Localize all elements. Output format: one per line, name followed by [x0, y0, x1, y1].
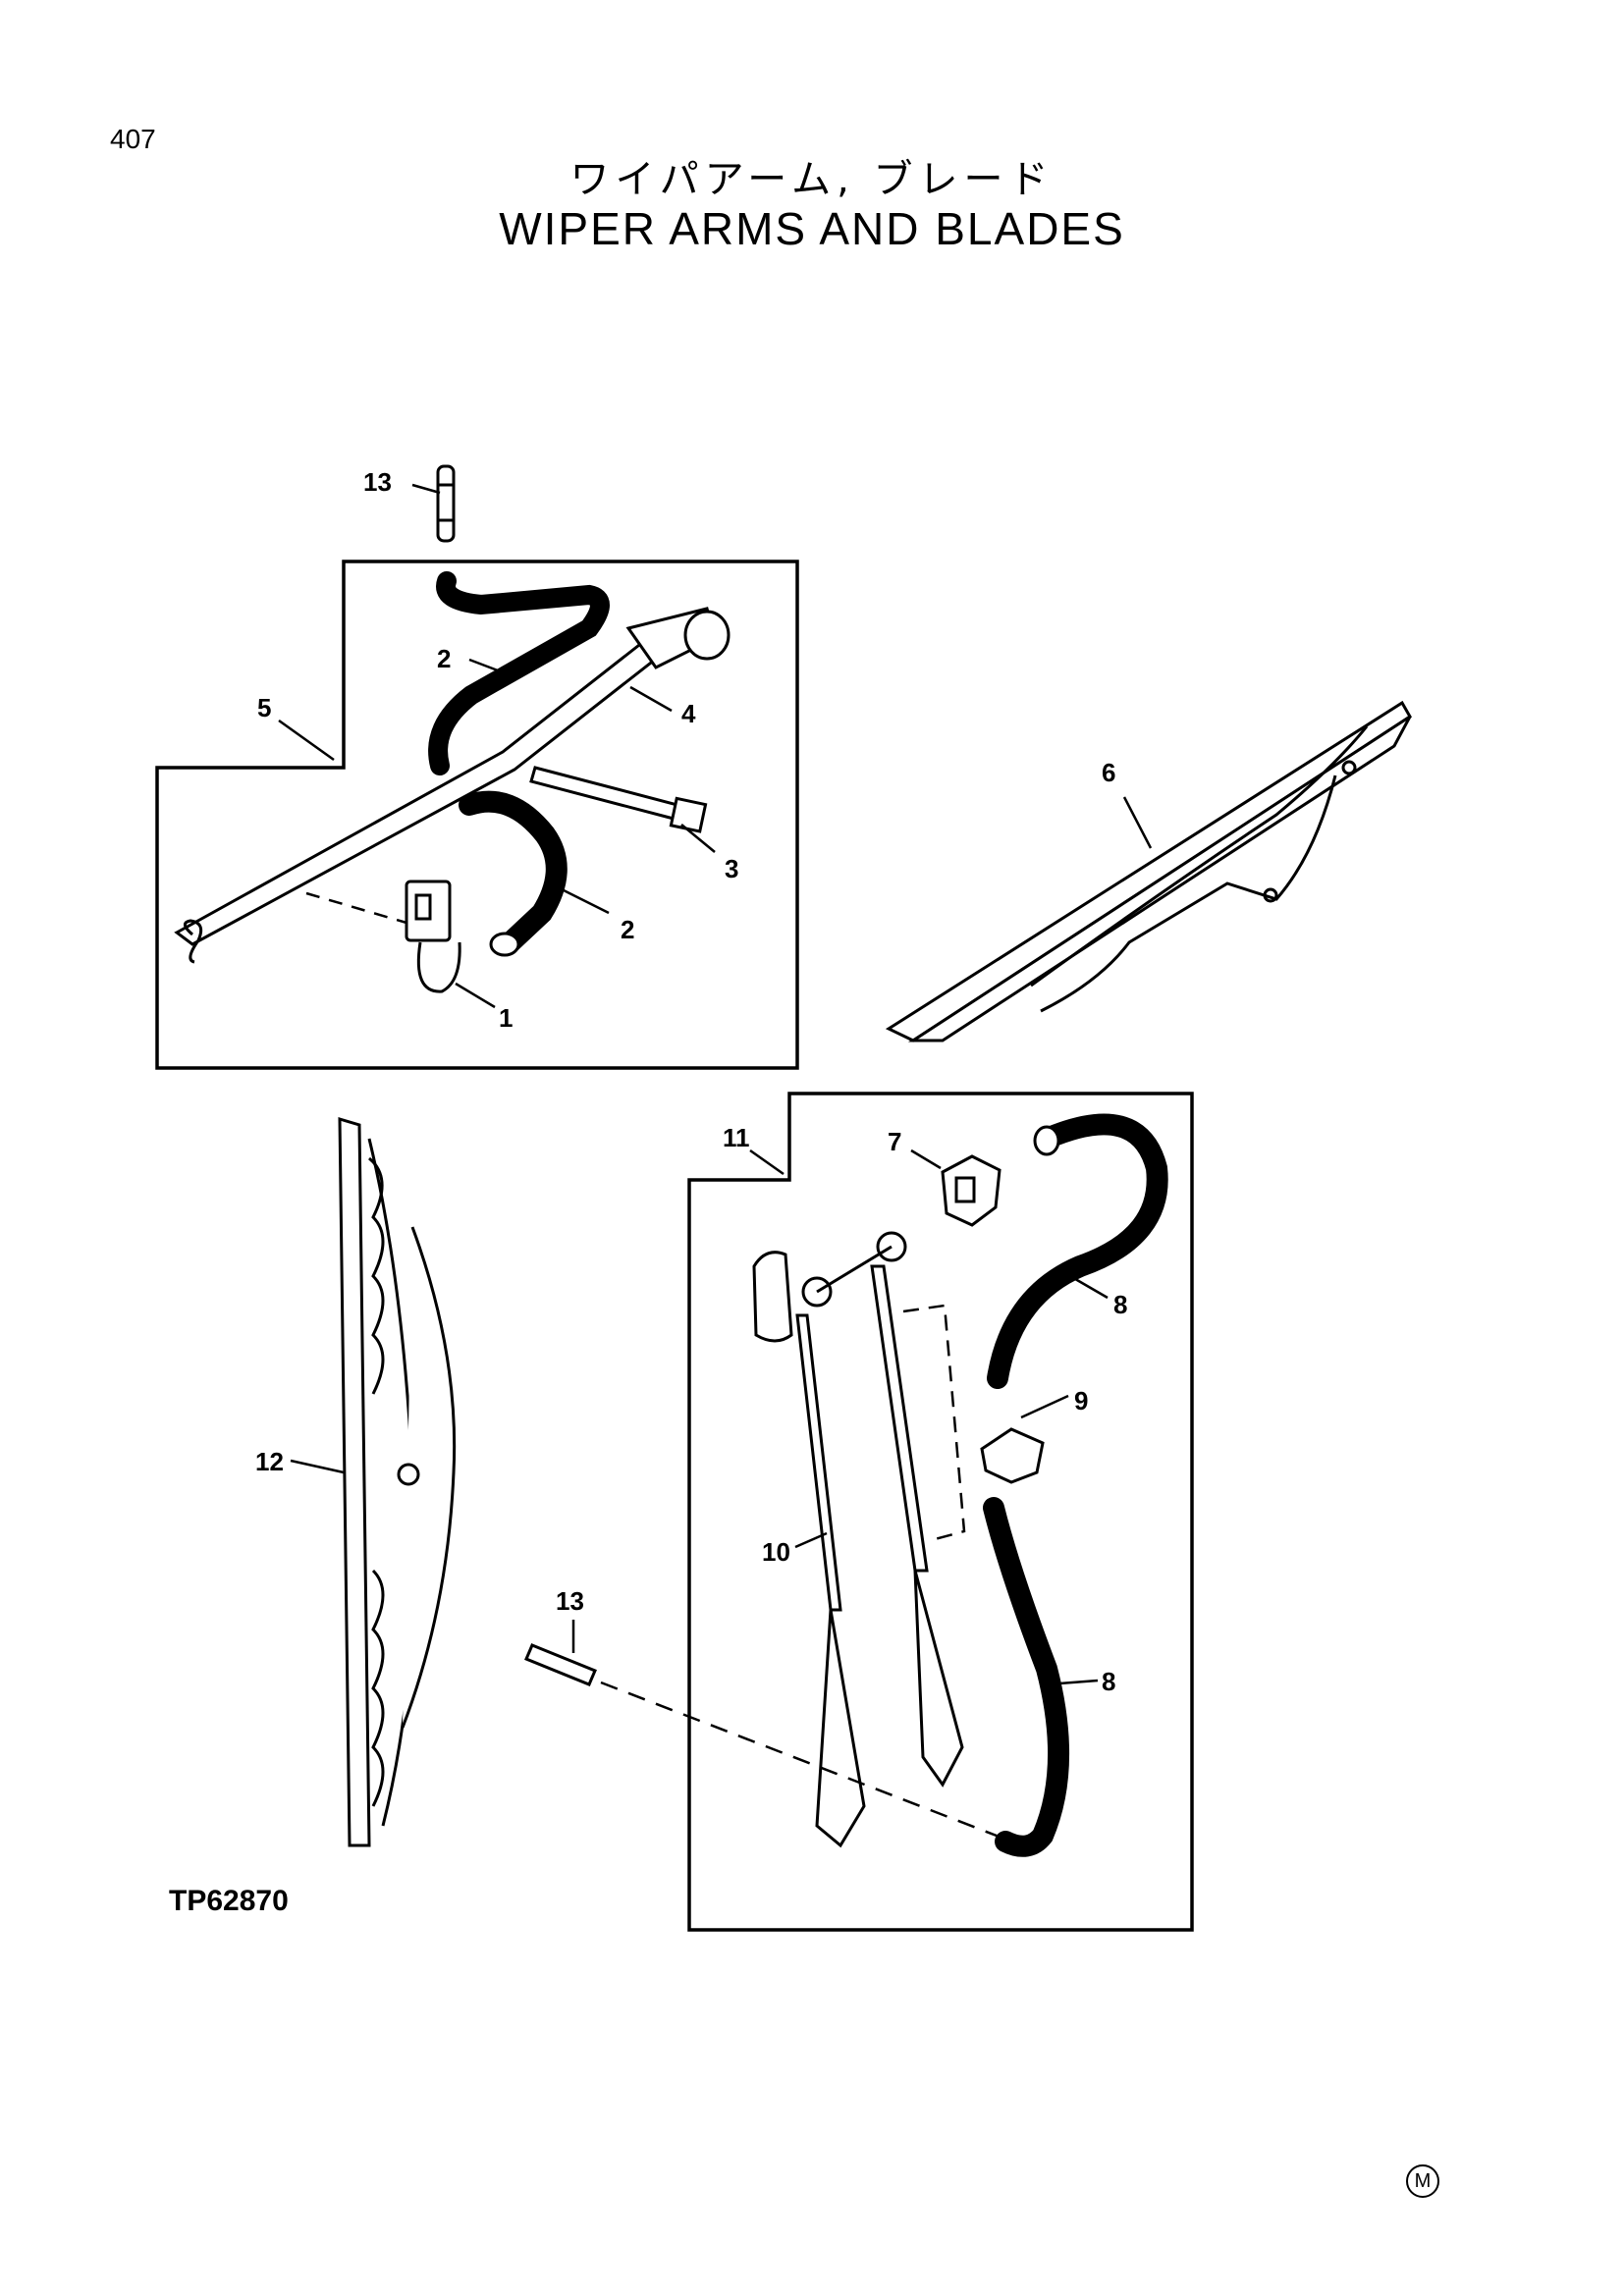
callout-2-lower: 2: [621, 915, 634, 944]
clip-7: [941, 1154, 1001, 1227]
wiper-blade-right: [885, 700, 1413, 1042]
kit-box-upper: [155, 560, 799, 1070]
callout-12: 12: [255, 1447, 284, 1476]
callout-10: 10: [762, 1537, 790, 1567]
page-title: WIPER ARMS AND BLADES: [499, 203, 1125, 254]
callout-9: 9: [1074, 1386, 1088, 1415]
page-number: 407: [110, 124, 156, 154]
kit-box-lower: [687, 1092, 1194, 1932]
callout-4: 4: [681, 699, 696, 728]
callout-7: 7: [888, 1127, 901, 1156]
clip-9: [980, 1427, 1045, 1484]
callout-2-upper: 2: [437, 644, 451, 673]
wiper-blade-left: [290, 1116, 457, 1847]
tie-strap: [529, 766, 708, 833]
callout-11: 11: [723, 1123, 750, 1152]
wiper-arm: [174, 607, 731, 964]
clip: [405, 880, 461, 993]
callout-8-lower: 8: [1102, 1667, 1115, 1696]
hose-upper: [428, 571, 610, 775]
callout-8-upper: 8: [1113, 1290, 1127, 1319]
hose-8-upper: [987, 1113, 1168, 1389]
m-mark: M: [1406, 2164, 1439, 2198]
hose-8-lower: [983, 1497, 1069, 1857]
callout-5: 5: [257, 693, 271, 722]
callout-6: 6: [1102, 758, 1115, 787]
pin-top: [436, 464, 456, 543]
callout-13-bottom: 13: [556, 1586, 584, 1616]
figure-code: TP62870: [169, 1885, 289, 1917]
callout-3: 3: [725, 854, 738, 883]
page-title-japanese: ワイパアーム, ブレード: [569, 157, 1055, 202]
callout-1: 1: [499, 1003, 513, 1033]
hose-lower: [459, 790, 568, 953]
callout-13-top: 13: [363, 467, 392, 497]
pin-bottom: [524, 1643, 597, 1686]
wiper-arm-pair: [752, 1231, 966, 1848]
